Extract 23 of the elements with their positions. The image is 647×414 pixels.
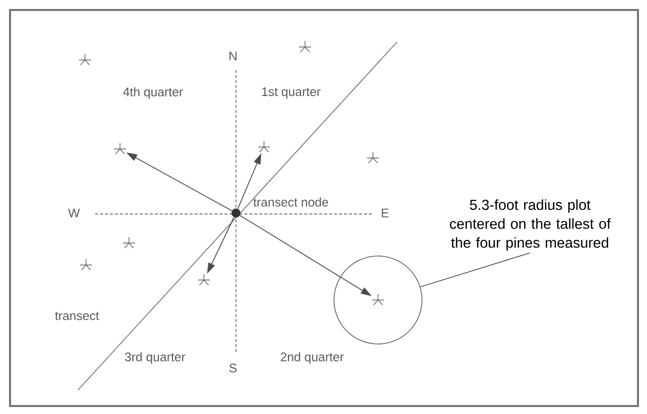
tree-symbol	[114, 142, 126, 154]
text-label: W	[68, 208, 80, 218]
tree-symbol	[122, 236, 136, 248]
text-label: N	[230, 52, 236, 60]
tree-symbol	[78, 54, 92, 66]
plot-circle	[334, 256, 422, 344]
node-dot	[232, 208, 240, 218]
text-label: S	[229, 364, 237, 372]
text-label: 2nd quarter	[280, 352, 344, 364]
tree-symbol	[258, 140, 270, 152]
tree-symbol	[366, 152, 380, 164]
leader-line	[420, 252, 530, 288]
text-label: transect	[55, 312, 100, 320]
text-label: 4th quarter	[123, 87, 183, 99]
tree-symbol	[298, 40, 312, 52]
tree-symbol	[372, 294, 384, 306]
text-label: E	[382, 208, 389, 218]
tree-symbol	[80, 258, 92, 270]
text-label: 3rd quarter	[125, 352, 186, 364]
text-label: 1st quarter	[262, 87, 321, 99]
callout-text: 5.3-foot radius plot centered on the tallest of the four pines measured	[450, 199, 611, 251]
tree-symbol	[198, 274, 210, 286]
node-label: transect node	[253, 197, 328, 207]
